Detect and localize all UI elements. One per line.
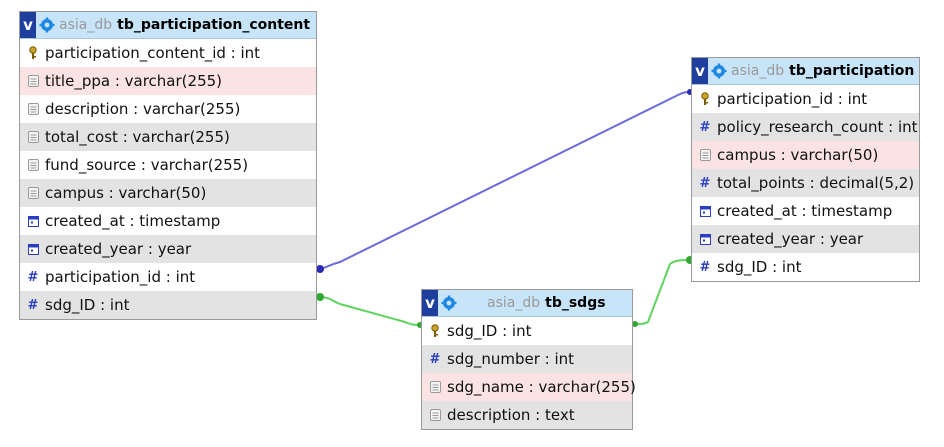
text-icon [26,131,40,143]
text-icon [428,381,442,393]
text-icon [26,187,40,199]
column-list: participation_content_id : int title_ppa … [20,39,316,319]
text-icon [698,149,712,161]
column-label: sdg_number : int [447,350,575,368]
column-label: created_at : timestamp [45,212,221,230]
column-list: sdg_ID : int # sdg_number : int sdg_name : … [422,317,636,429]
column-label: policy_research_count : int [717,118,918,136]
number-icon: # [27,269,39,285]
database-name: asia_db [731,63,785,79]
column-row[interactable]: description : text [422,401,632,429]
column-row[interactable]: title_ppa : varchar(255) [20,67,316,95]
column-row[interactable]: created_at : timestamp [20,207,316,235]
column-label: title_ppa : varchar(255) [45,72,223,90]
relation-endpoint [316,265,324,273]
column-row[interactable]: sdg_name : varchar(255) [422,373,636,401]
column-label: sdg_ID : int [45,296,130,314]
table-tb-participation-content[interactable]: v asia_db tb_participation_content parti… [19,11,317,320]
column-label: created_year : year [45,240,192,258]
timestamp-icon [698,205,712,217]
column-label: fund_source : varchar(255) [45,156,249,174]
column-label: total_cost : varchar(255) [45,128,230,146]
column-label: sdg_ID : int [717,258,802,276]
column-label: created_year : year [717,230,864,248]
table-name: tb_sdgs [545,295,606,311]
text-icon [26,103,40,115]
number-icon: # [27,297,39,313]
column-label: description : text [447,406,575,424]
database-name: asia_db [59,17,113,33]
column-row[interactable]: campus : varchar(50) [20,179,316,207]
relation-content-to-sdgs[interactable] [317,296,423,326]
table-header[interactable]: v asia_db tb_participation_content [20,12,316,39]
column-row[interactable]: description : varchar(255) [20,95,316,123]
table-tb-participation[interactable]: v asia_db tb_participation participation… [691,57,920,282]
text-icon [428,409,442,421]
collapse-toggle-icon[interactable]: v [20,12,36,38]
relation-endpoint [316,293,324,301]
column-label: created_at : timestamp [717,202,893,220]
column-row[interactable]: # participation_id : int [20,263,316,291]
text-icon [26,159,40,171]
text-icon [26,75,40,87]
table-name: tb_participation_content [117,17,311,33]
table-header[interactable]: v asia_db tb_participation [692,58,919,85]
key-icon [698,92,712,106]
collapse-toggle-icon[interactable]: v [422,290,438,316]
column-row[interactable]: sdg_ID : int [422,317,632,345]
column-row[interactable]: created_year : year [20,235,316,263]
gear-icon[interactable] [39,17,55,33]
key-icon [26,46,40,60]
column-label: campus : varchar(50) [45,184,207,202]
column-label: campus : varchar(50) [717,146,879,164]
column-row[interactable]: # total_points : decimal(5,2) [692,169,919,197]
column-row[interactable]: # sdg_ID : int [692,253,919,281]
column-row[interactable]: campus : varchar(50) [692,141,919,169]
table-name: tb_participation [789,63,915,79]
column-row[interactable]: # policy_research_count : int [692,113,919,141]
timestamp-icon [26,243,40,255]
relation-participation-to-sdgs[interactable] [632,259,693,325]
table-header[interactable]: v asia_db tb_sdgs [422,290,632,317]
gear-icon[interactable] [441,295,457,311]
database-name: asia_db [487,295,541,311]
column-row[interactable]: participation_content_id : int [20,39,316,67]
column-label: description : varchar(255) [45,100,241,118]
relation-content-to-participation[interactable] [317,91,693,270]
column-label: sdg_ID : int [447,322,532,340]
column-label: sdg_name : varchar(255) [447,378,636,396]
column-row[interactable]: # sdg_number : int [422,345,632,373]
number-icon: # [699,175,711,191]
key-icon [428,324,442,338]
table-tb-sdgs[interactable]: v asia_db tb_sdgs sdg_ID : int # sdg_numbe… [421,289,636,430]
gear-icon[interactable] [711,63,727,79]
column-label: participation_content_id : int [45,44,261,62]
timestamp-icon [698,233,712,245]
timestamp-icon [26,215,40,227]
collapse-toggle-icon[interactable]: v [692,58,708,84]
column-row[interactable]: fund_source : varchar(255) [20,151,316,179]
column-label: participation_id : int [45,268,196,286]
column-row[interactable]: # sdg_ID : int [20,291,316,319]
column-row[interactable]: created_year : year [692,225,919,253]
number-icon: # [699,259,711,275]
column-label: total_points : decimal(5,2) [717,174,915,192]
number-icon: # [699,119,711,135]
column-row[interactable]: created_at : timestamp [692,197,919,225]
column-row[interactable]: participation_id : int [692,85,919,113]
relation-endpoint [632,321,638,327]
number-icon: # [429,351,441,367]
column-label: participation_id : int [717,90,868,108]
column-list: participation_id : int # policy_research_c… [692,85,919,281]
column-row[interactable]: total_cost : varchar(255) [20,123,316,151]
